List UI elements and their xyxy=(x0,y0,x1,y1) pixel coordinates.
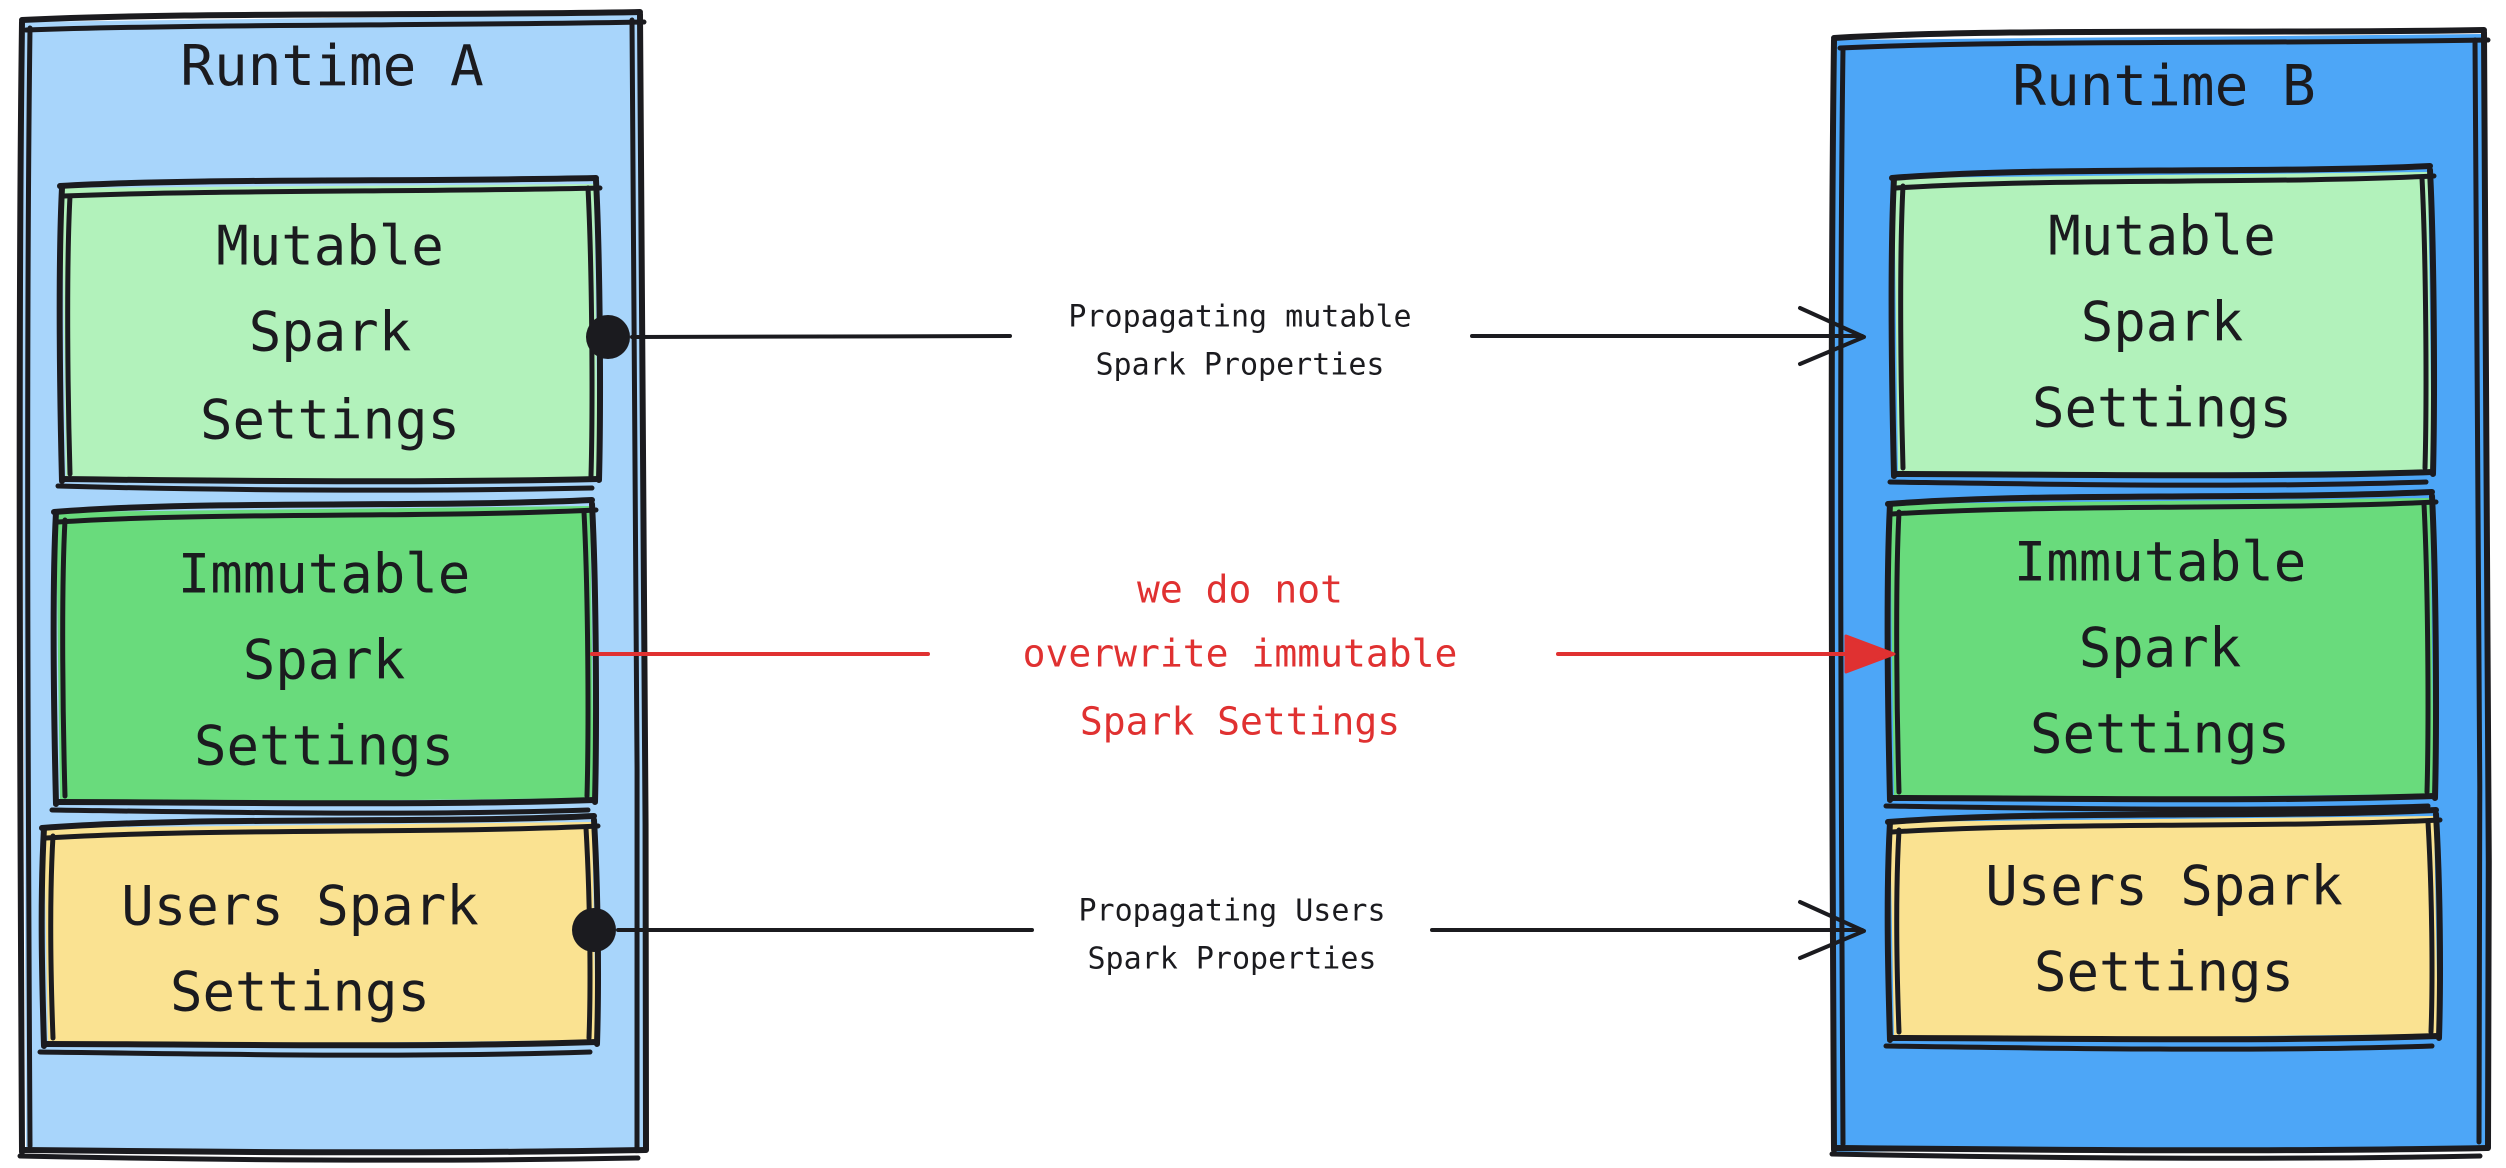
edge-label-line-2: overwrite immutable xyxy=(1023,632,1458,676)
edge-label-line-2: Spark Properties xyxy=(1096,348,1385,383)
box-immutable-spark-settings-b[interactable]: Immutable Spark Settings xyxy=(1883,489,2439,812)
edge-label-line-2: Spark Properties xyxy=(1088,942,1377,977)
edge-source-dot xyxy=(572,908,616,952)
box-label-line-1: Mutable xyxy=(216,215,444,278)
edge-label-line-1: we do not xyxy=(1137,568,1343,612)
box-label-line-1: Immutable xyxy=(2014,531,2307,594)
box-label-line-3: Settings xyxy=(2030,703,2290,766)
box-label-line-2: Settings xyxy=(170,961,430,1024)
box-mutable-spark-settings-a[interactable]: Mutable Spark Settings xyxy=(55,175,603,493)
box-label-line-2: Spark xyxy=(2079,617,2242,680)
box-label-line-1: Users Spark xyxy=(121,875,479,938)
edge-propagating-mutable[interactable]: Propagating mutable Spark Properties xyxy=(586,300,1866,383)
box-users-spark-settings-a[interactable]: Users Spark Settings xyxy=(37,813,601,1058)
runtime-a-title: Runtime A xyxy=(180,34,483,99)
edge-arrow-head xyxy=(1798,900,1866,960)
edge-arrow-head xyxy=(1844,634,1896,674)
box-label-line-3: Settings xyxy=(2032,377,2292,440)
edge-label-line-1: Propagating mutable xyxy=(1068,300,1411,335)
box-label-line-1: Mutable xyxy=(2048,205,2276,268)
box-label-line-2: Spark xyxy=(243,629,406,692)
box-label-line-2: Spark xyxy=(249,301,412,364)
edge-line xyxy=(630,334,1012,339)
box-label-line-1: Immutable xyxy=(178,543,471,606)
edge-label-line-1: Propagating Users xyxy=(1078,894,1385,929)
box-mutable-spark-settings-b[interactable]: Mutable Spark Settings xyxy=(1887,163,2437,488)
edge-source-dot xyxy=(586,315,630,359)
box-immutable-spark-settings-a[interactable]: Immutable Spark Settings xyxy=(49,497,599,816)
box-label-line-1: Users Spark xyxy=(1985,855,2343,918)
runtime-b-title: Runtime B xyxy=(2012,54,2315,119)
edge-label-line-3: Spark Settings xyxy=(1080,700,1400,744)
box-users-spark-settings-b[interactable]: Users Spark Settings xyxy=(1883,807,2443,1052)
box-label-line-2: Spark xyxy=(2081,291,2244,354)
box-label-line-3: Settings xyxy=(200,389,460,452)
edge-no-overwrite-immutable[interactable]: we do not overwrite immutable Spark Sett… xyxy=(590,568,1896,744)
edge-propagating-users[interactable]: Propagating Users Spark Properties xyxy=(572,894,1866,977)
box-label-line-2: Settings xyxy=(2034,941,2294,1004)
edge-arrow-head xyxy=(1798,306,1866,366)
box-label-line-3: Settings xyxy=(194,715,454,778)
